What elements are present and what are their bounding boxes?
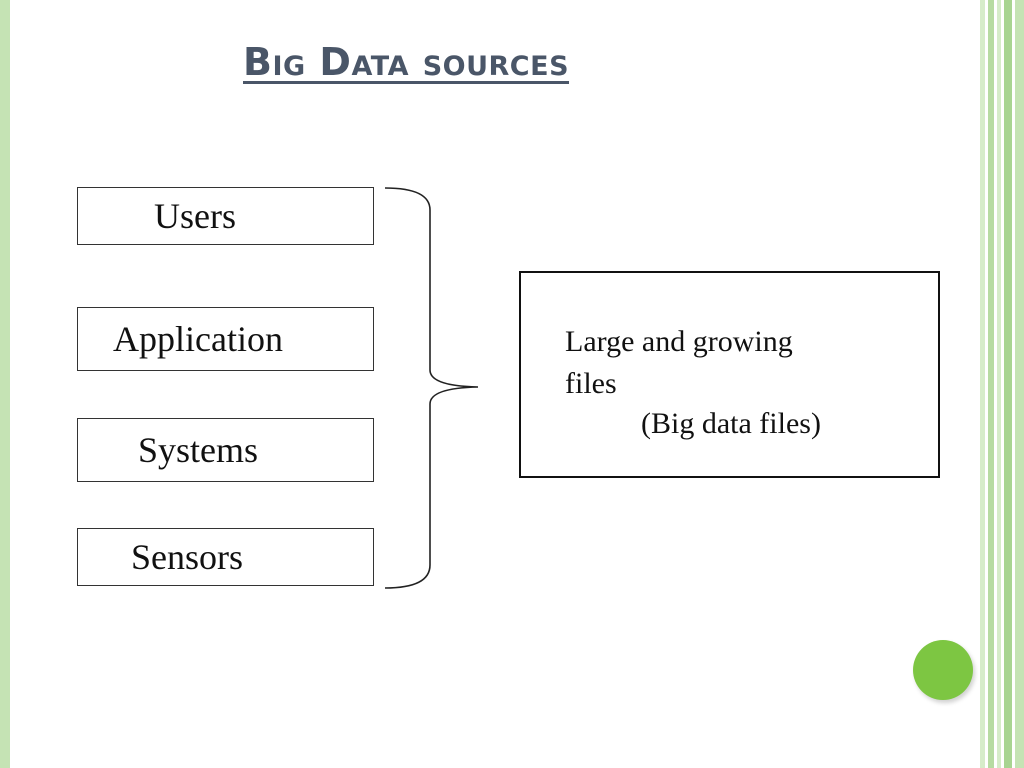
source-box-users: Users	[77, 187, 374, 245]
slide-title: Big Data sources	[243, 40, 570, 84]
big-data-files-box: Large and growing files (Big data files)	[519, 271, 940, 478]
source-box-application: Application	[77, 307, 374, 371]
source-box-sensors: Sensors	[77, 528, 374, 586]
source-box-systems: Systems	[77, 418, 374, 482]
source-label: Application	[113, 319, 283, 359]
right-strip	[1015, 0, 1024, 768]
source-label: Users	[154, 196, 236, 236]
right-strip	[988, 0, 994, 768]
source-label: Systems	[138, 430, 259, 470]
right-strip	[1004, 0, 1012, 768]
right-strip	[980, 0, 985, 768]
right-strip	[997, 0, 1001, 768]
result-text-line: Large and growing	[565, 325, 793, 358]
right-green-strips	[980, 0, 1024, 768]
curly-brace-connector	[384, 187, 479, 589]
result-text-line: (Big data files)	[641, 407, 821, 440]
green-circle-decoration	[913, 640, 973, 700]
brace-path	[384, 187, 479, 589]
source-label: Sensors	[131, 537, 244, 577]
result-text-line: files	[565, 367, 617, 400]
left-green-strip	[0, 0, 10, 768]
